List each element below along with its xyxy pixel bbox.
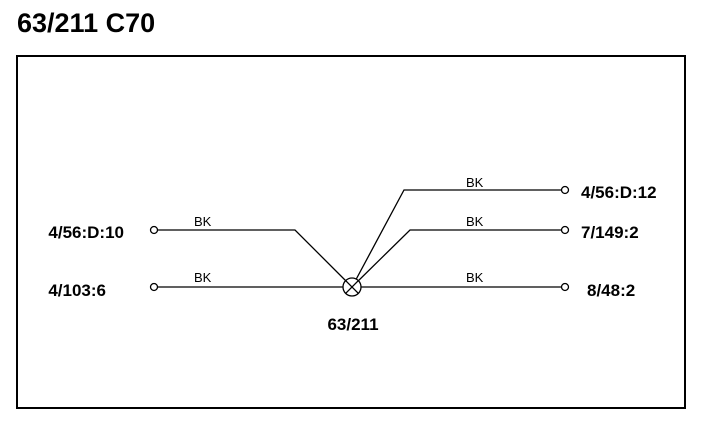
terminal-left-bottom[interactable] <box>149 282 159 292</box>
connector-label-right-bottom: 8/48:2 <box>587 281 635 300</box>
diagram-frame <box>16 55 686 409</box>
terminal-right-bottom[interactable] <box>560 282 570 292</box>
terminal-left-top[interactable] <box>149 225 159 235</box>
connector-label-right-top: 4/56:D:12 <box>581 183 657 202</box>
wire-right-middle[interactable] <box>351 229 561 288</box>
wire-right-top[interactable] <box>351 189 561 288</box>
splice-icon[interactable] <box>342 277 362 297</box>
wire-label-left-top: BK <box>194 214 212 229</box>
wire-label-right-middle: BK <box>466 214 484 229</box>
splice-label: 63/211 <box>327 315 378 334</box>
wire-label-right-bottom: BK <box>466 270 484 285</box>
diagram-title: 63/211 C70 <box>17 8 156 38</box>
wire-label-right-top: BK <box>466 175 484 190</box>
wire-label-left-bottom: BK <box>194 270 212 285</box>
terminal-right-top[interactable] <box>560 185 570 195</box>
connector-label-left-top: 4/56:D:10 <box>48 223 124 242</box>
terminal-right-middle[interactable] <box>560 225 570 235</box>
connector-label-right-middle: 7/149:2 <box>581 223 639 242</box>
connector-label-left-bottom: 4/103:6 <box>48 281 106 300</box>
wire-left-top[interactable] <box>158 229 353 288</box>
